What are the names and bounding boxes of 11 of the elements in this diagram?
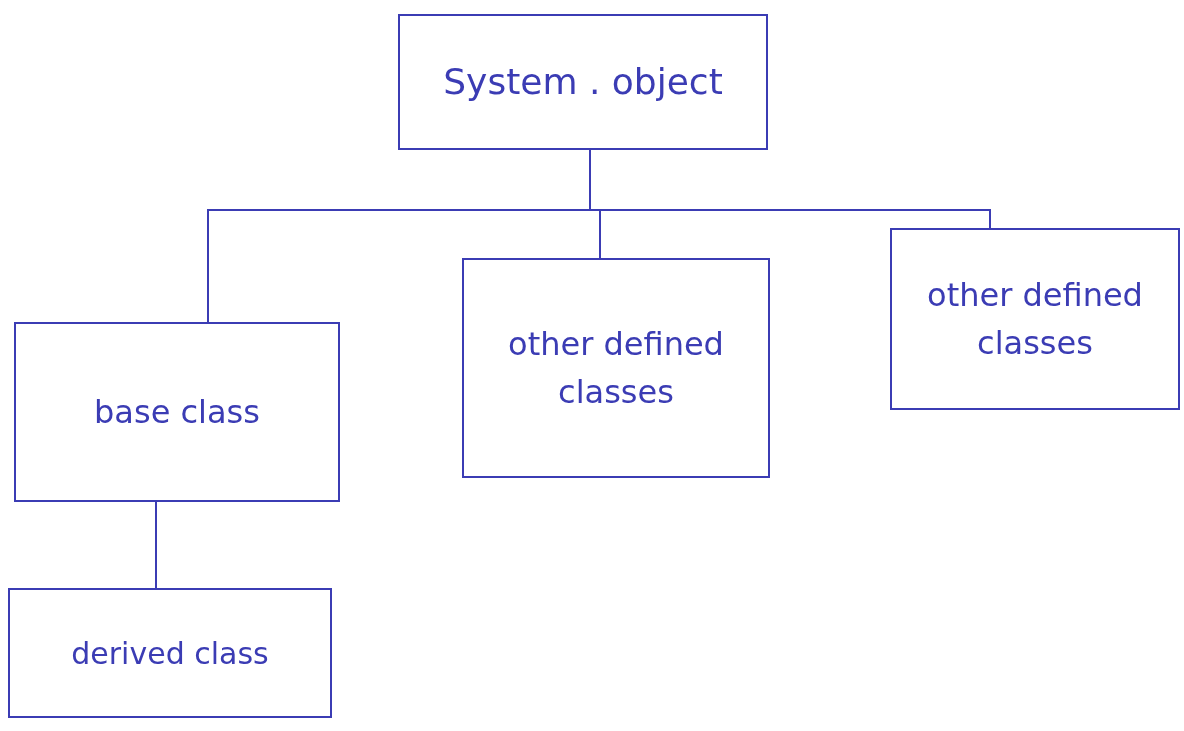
class-name: derived class bbox=[71, 634, 269, 673]
class-name: other defined classes bbox=[926, 275, 1144, 364]
class-box bbox=[462, 258, 770, 478]
class-box bbox=[398, 14, 768, 150]
class-name: other defined classes bbox=[507, 324, 725, 413]
class-name: base class bbox=[94, 392, 260, 433]
connector-line bbox=[155, 501, 157, 589]
class-box bbox=[890, 228, 1180, 410]
class-box bbox=[8, 588, 332, 718]
class-name: System . object bbox=[443, 60, 723, 104]
class-box bbox=[14, 322, 340, 502]
